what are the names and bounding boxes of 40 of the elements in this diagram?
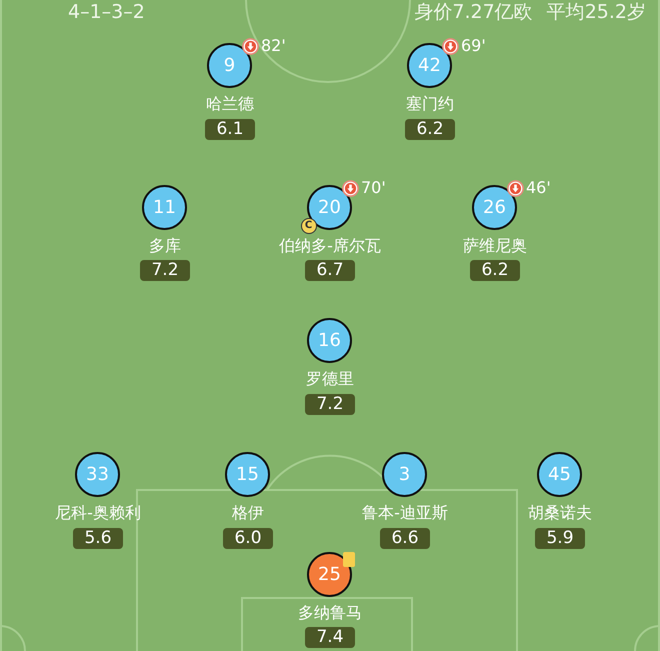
rating-badge: 5.9 (535, 528, 585, 548)
rating-badge: 6.6 (380, 528, 430, 548)
rating-badge: 6.0 (223, 528, 273, 548)
rating-badge: 6.7 (305, 260, 355, 280)
player-name: 鲁本-迪亚斯 (362, 504, 448, 522)
rating-badge: 5.6 (73, 528, 123, 548)
player-circle: 15 (225, 452, 270, 497)
player-circle: 33 (75, 452, 120, 497)
rating-badge: 6.1 (205, 118, 255, 140)
captain-badge: C (300, 218, 316, 234)
rating-badge: 7.2 (140, 260, 190, 280)
player-name: 多纳鲁马 (298, 604, 362, 622)
formation-label: 4–1–3–2 (68, 2, 145, 23)
market-value-text: 身价7.27亿欧 (414, 2, 533, 23)
player-circle: 25 (307, 552, 352, 597)
player-circle: 26 (472, 185, 517, 230)
player-name: 多库 (149, 236, 181, 256)
player-name: 胡桑诺夫 (528, 504, 592, 522)
substitution-minute: 82' (261, 38, 286, 54)
player-circle: 45 (537, 452, 582, 497)
rating-badge: 6.2 (405, 118, 455, 140)
player-name: 格伊 (232, 504, 264, 522)
player-circle: 42 (407, 43, 452, 88)
player-name: 萨维尼奥 (463, 236, 527, 256)
average-age-text: 平均25.2岁 (546, 2, 646, 23)
player-name: 罗德里 (306, 370, 354, 388)
player-name: 尼科-奥赖利 (55, 504, 141, 522)
rating-badge: 7.2 (305, 394, 355, 414)
substitution-minute: 70' (361, 180, 386, 196)
rating-badge: 6.2 (470, 260, 520, 280)
substitution-minute: 69' (461, 38, 486, 54)
player-name: 塞门约 (406, 94, 454, 114)
player-circle: 16 (307, 318, 352, 363)
player-circle: 3 (382, 452, 427, 497)
player-circle: 11 (142, 185, 187, 230)
player-circle: 9 (207, 43, 252, 88)
player-name: 伯纳多-席尔瓦 (279, 236, 381, 256)
substitution-minute: 46' (526, 180, 551, 196)
rating-badge: 7.4 (305, 626, 355, 648)
player-name: 哈兰德 (206, 94, 254, 114)
